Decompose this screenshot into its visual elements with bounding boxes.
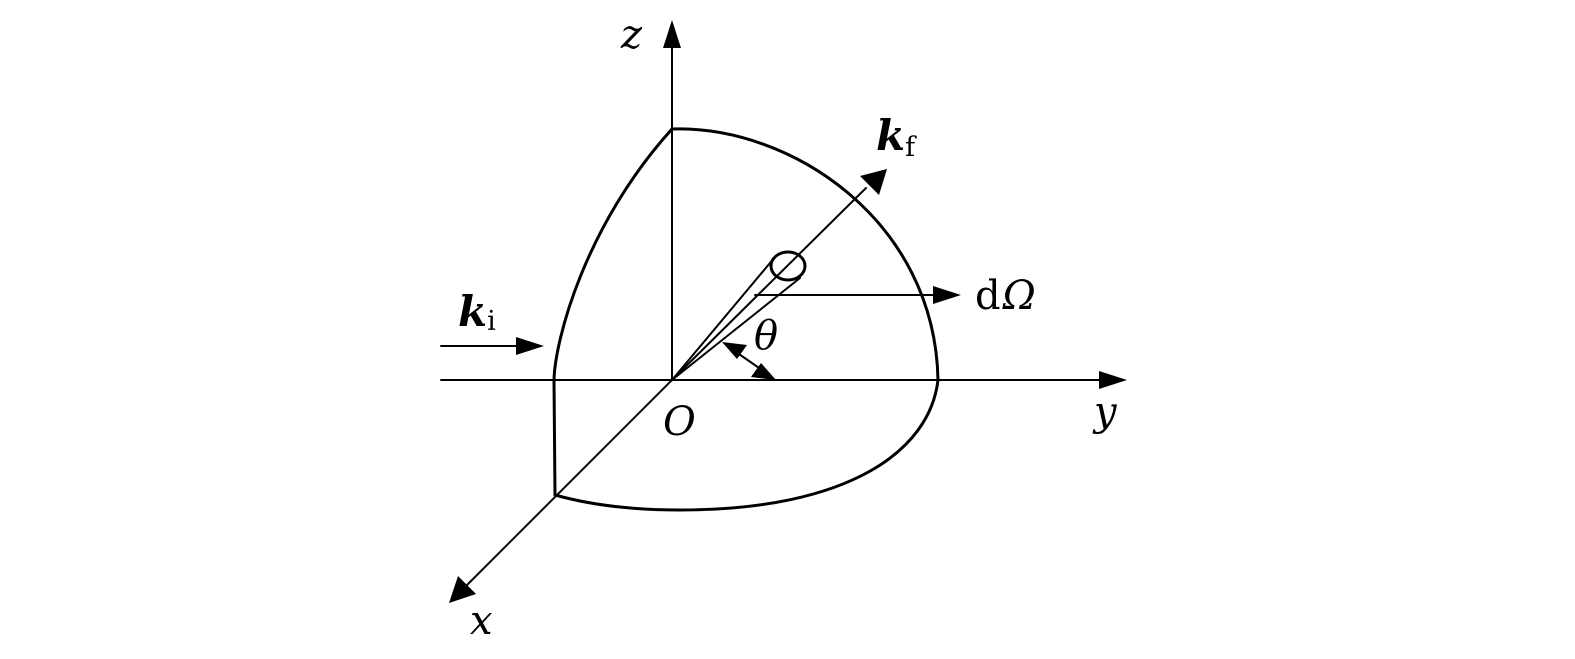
cone-edge-lower [671, 277, 801, 381]
origin-label: O [663, 399, 696, 445]
final-vector-label: kf [876, 111, 917, 163]
theta-arrow-line [735, 351, 763, 371]
final-vector-line [671, 187, 867, 381]
cone-edge-upper [671, 256, 776, 381]
solid-angle-pointer-arrowhead [933, 286, 961, 304]
x-axis [464, 379, 673, 588]
theta-arrowhead-upper [722, 342, 747, 359]
sphere-arc-yz [670, 127, 940, 382]
theta-arrowhead-lower [751, 363, 776, 380]
z-axis-label: z [620, 12, 643, 58]
z-axis-arrowhead [663, 20, 681, 48]
y-axis-arrowhead [1099, 371, 1127, 389]
solid-angle-label: dΩ [975, 273, 1036, 319]
solid-angle-element [769, 250, 807, 282]
final-vector-arrowhead [860, 169, 887, 195]
sphere-arc-xy [553, 378, 940, 512]
theta-label: θ [754, 313, 778, 359]
incident-vector-arrowhead [516, 337, 544, 355]
x-axis-label: x [470, 598, 493, 644]
x-axis-arrowhead [449, 576, 476, 603]
y-axis-label: y [1092, 389, 1118, 435]
incident-vector-label: ki [458, 287, 496, 337]
sphere-arc-xz [552, 127, 674, 497]
